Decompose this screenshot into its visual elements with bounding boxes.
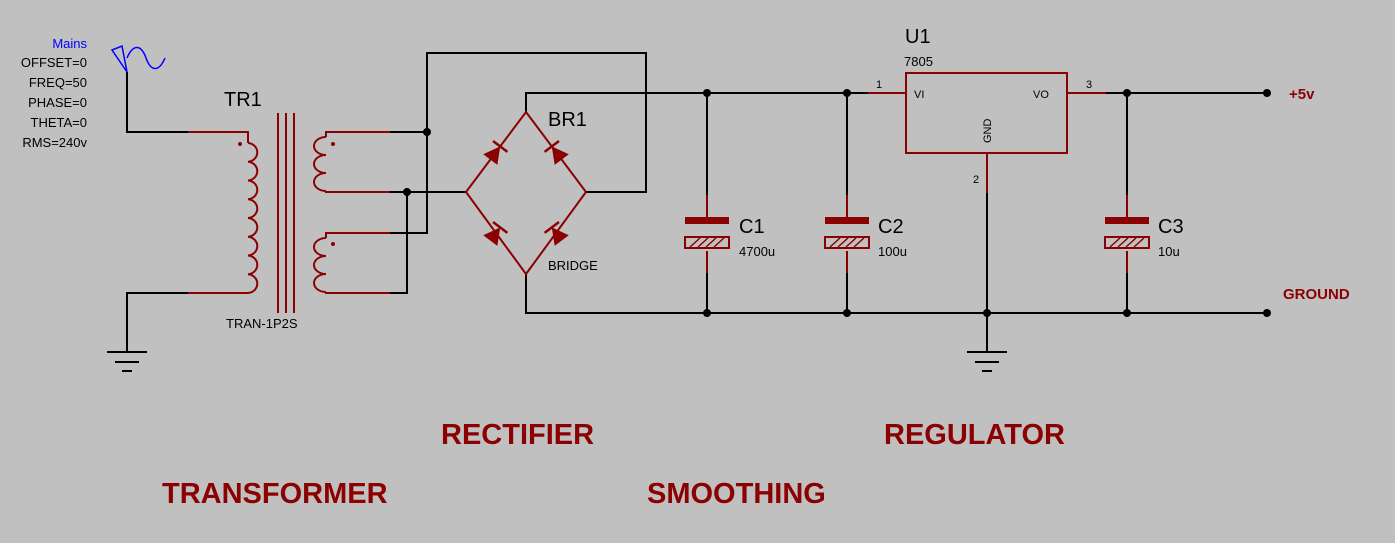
- net-label-ground: GROUND: [1283, 286, 1350, 303]
- section-label-smoothing: SMOOTHING: [647, 478, 826, 510]
- source-param: OFFSET=0: [21, 55, 87, 70]
- section-label-regulator: REGULATOR: [884, 419, 1065, 451]
- junction-dot: [1123, 89, 1131, 97]
- plate-hatch-icon: [829, 237, 865, 248]
- sec1-lead-bottom: [325, 191, 390, 193]
- regulator-vi-label: VI: [914, 89, 924, 101]
- ground-icon: [107, 351, 147, 372]
- ground-symbol-right: [967, 351, 1007, 372]
- regulator-vo-label: VO: [1033, 89, 1049, 101]
- wires: [126, 52, 1267, 352]
- wire-ground-rail: [525, 274, 1267, 314]
- capacitor-c2[interactable]: C2 100u: [824, 195, 907, 273]
- junctions: [403, 89, 1271, 317]
- regulator-pin2-number: 2: [973, 174, 979, 186]
- wire-positive-rail: [525, 92, 868, 112]
- diode-icon: [543, 139, 569, 165]
- ground-symbol-left: [107, 351, 147, 372]
- diode-icon: [483, 139, 509, 165]
- sec2-lead-top: [325, 232, 390, 238]
- junction-dot: [843, 89, 851, 97]
- junction-dot: [423, 128, 431, 136]
- section-label-rectifier: RECTIFIER: [441, 419, 594, 451]
- secondary-dot-icon: [331, 142, 335, 146]
- junction-dot: [703, 309, 711, 317]
- capacitor-polarized-plate-icon: [684, 236, 730, 249]
- source-terminal-icon: [110, 44, 128, 73]
- junction-dot: [403, 188, 411, 196]
- wire-primary-bottom-ground: [126, 292, 188, 352]
- transformer-core-icon: [277, 113, 295, 313]
- plate-hatch-icon: [1109, 237, 1145, 248]
- source-param: THETA=0: [31, 115, 87, 130]
- source-param: PHASE=0: [28, 95, 87, 110]
- transformer-part: TRAN-1P2S: [226, 316, 298, 331]
- bridge-diamond-icon: [464, 110, 588, 276]
- wire-sec2-top-join: [390, 132, 428, 234]
- capacitor-plate-icon: [685, 217, 729, 224]
- section-label-transformer: TRANSFORMER: [162, 478, 388, 510]
- bridge-rectifier-br1[interactable]: BR1 BRIDGE: [464, 109, 598, 276]
- regulator-u1[interactable]: U1 7805 1 3 2 VI VO GND: [868, 26, 1106, 193]
- sec2-lead-bottom: [325, 292, 390, 294]
- capacitor-ref: C3: [1158, 216, 1184, 238]
- wire-sec2-bottom-join: [390, 192, 408, 294]
- capacitor-plate-icon: [1105, 217, 1149, 224]
- capacitor-value: 4700u: [739, 244, 775, 259]
- wire-source-primary-top: [126, 72, 188, 133]
- capacitor-polarized-plate-icon: [1104, 236, 1150, 249]
- net-label-output: +5v: [1289, 86, 1315, 103]
- diode-icon: [543, 220, 569, 246]
- mains-source[interactable]: Mains OFFSET=0 FREQ=50 PHASE=0 THETA=0 R…: [21, 36, 166, 150]
- capacitor-c3[interactable]: C3 10u: [1104, 195, 1184, 273]
- capacitor-ref: C2: [878, 216, 904, 238]
- transformer-ref: TR1: [224, 89, 262, 111]
- secondary-coil-2-icon: [313, 237, 327, 293]
- sec1-lead-top: [325, 131, 390, 137]
- junction-dot: [1123, 309, 1131, 317]
- junction-dot: [983, 309, 991, 317]
- capacitor-value: 10u: [1158, 244, 1180, 259]
- capacitor-ref: C1: [739, 216, 765, 238]
- regulator-gnd-label: GND: [982, 119, 994, 144]
- secondary-coil-1-icon: [313, 136, 327, 192]
- diode-icon: [483, 220, 509, 246]
- primary-dot-icon: [238, 142, 242, 146]
- transformer-tr1[interactable]: TR1 TRAN-1P2S: [188, 89, 390, 331]
- sine-wave-icon: [126, 46, 166, 70]
- primary-lead-top: [188, 131, 249, 143]
- wire-sec1-top-bridge-neg: [390, 52, 647, 193]
- source-param: FREQ=50: [29, 75, 87, 90]
- capacitor-value: 100u: [878, 244, 907, 259]
- junction-dot: [843, 309, 851, 317]
- junction-dot: [703, 89, 711, 97]
- bridge-ref: BR1: [548, 109, 587, 131]
- regulator-ref: U1: [905, 26, 931, 48]
- regulator-part: 7805: [904, 54, 933, 69]
- capacitor-c1[interactable]: C1 4700u: [684, 195, 775, 273]
- capacitor-plate-icon: [825, 217, 869, 224]
- secondary-dot-icon: [331, 242, 335, 246]
- bridge-part: BRIDGE: [548, 258, 598, 273]
- source-param: RMS=240v: [22, 135, 87, 150]
- source-name: Mains: [52, 36, 87, 51]
- regulator-pin1-number: 1: [876, 79, 882, 91]
- ground-icon: [967, 351, 1007, 372]
- regulator-pin3-number: 3: [1086, 79, 1092, 91]
- capacitor-polarized-plate-icon: [824, 236, 870, 249]
- primary-coil-icon: [247, 142, 259, 294]
- junction-dot: [1263, 309, 1271, 317]
- plate-hatch-icon: [689, 237, 725, 248]
- junction-dot: [1263, 89, 1271, 97]
